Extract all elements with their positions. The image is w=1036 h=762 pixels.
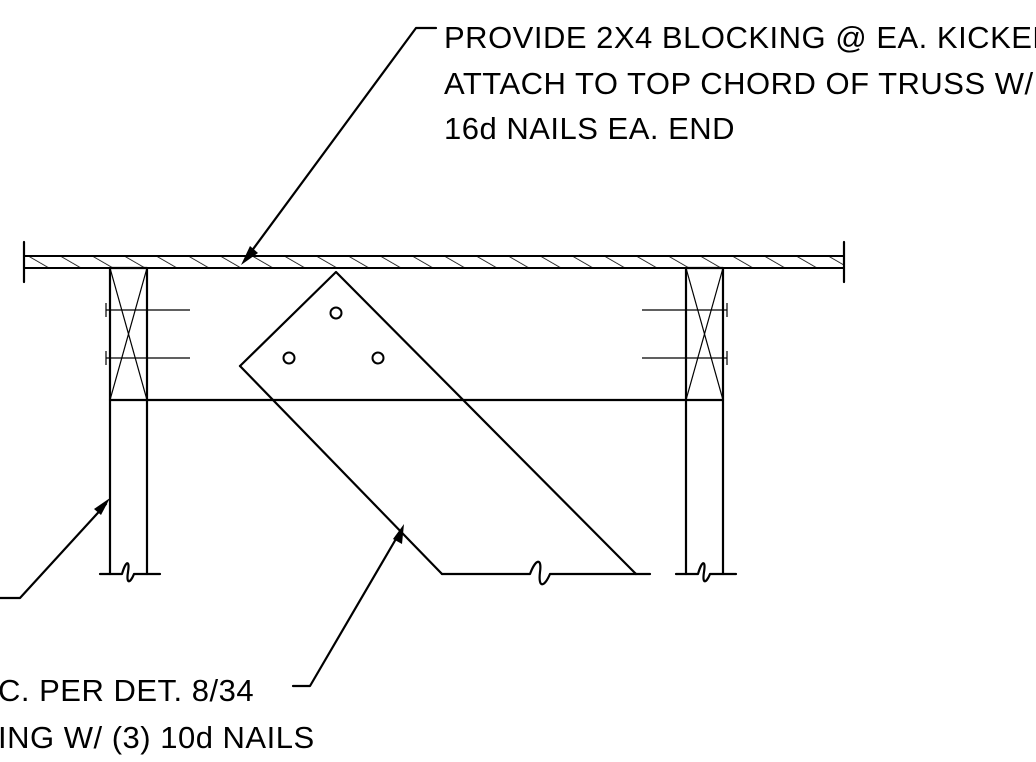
top-note-line-2: ATTACH TO TOP CHORD OF TRUSS W/ (2) — [444, 66, 1036, 101]
arrowhead-icon — [241, 246, 258, 265]
right-post — [674, 266, 738, 583]
bottom-note-line-2: ING W/ (3) 10d NAILS — [0, 720, 315, 755]
top-note-line-1: PROVIDE 2X4 BLOCKING @ EA. KICKER — [444, 20, 1036, 55]
arrowhead-icon — [94, 498, 110, 515]
leader-top — [241, 26, 438, 265]
leader-left-post — [0, 498, 110, 600]
break-symbol-left — [98, 562, 162, 583]
break-symbol-right — [674, 562, 738, 583]
top-chord-sheathing — [22, 240, 846, 284]
kicker-brace — [238, 270, 652, 586]
arrowhead-icon — [393, 524, 404, 544]
left-post — [98, 266, 162, 583]
kicker-nail-holes — [282, 306, 385, 365]
bottom-note-line-1: C. PER DET. 8/34 — [0, 673, 254, 708]
top-note-line-3: 16d NAILS EA. END — [444, 111, 735, 146]
leader-kicker — [291, 524, 404, 688]
top-note: PROVIDE 2X4 BLOCKING @ EA. KICKER ATTACH… — [444, 20, 1036, 146]
nails — [105, 303, 728, 365]
break-symbol-kicker — [440, 560, 638, 586]
bottom-note: C. PER DET. 8/34 ING W/ (3) 10d NAILS — [0, 673, 315, 755]
